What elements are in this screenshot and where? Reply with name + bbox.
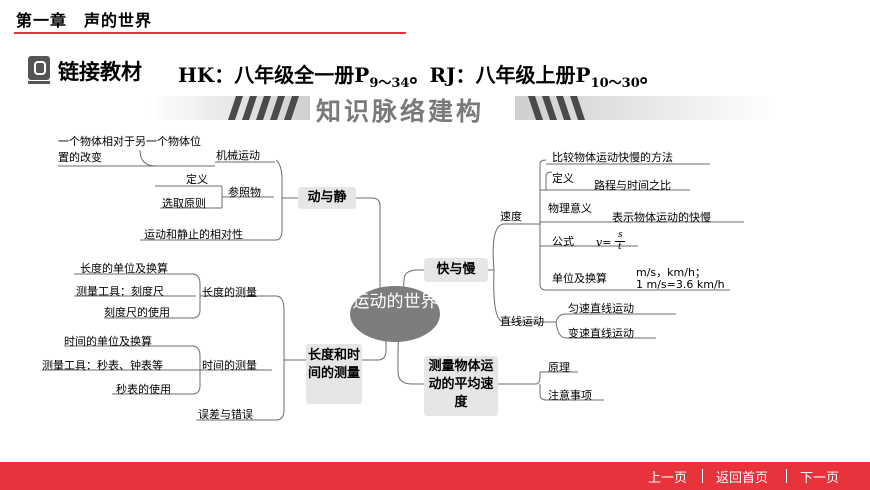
speed-units-line1: m/s，km/h； xyxy=(636,266,706,279)
time-tool: 测量工具：秒表、钟表等 xyxy=(42,359,163,372)
mechanical-motion-label: 机械运动 xyxy=(216,149,260,162)
reference-label: 参照物 xyxy=(228,186,261,199)
mechanical-motion-definition: 一个物体相对于另一个物体位置的改变 xyxy=(58,135,201,164)
banner-stripes xyxy=(150,96,775,120)
units-conversion-label: 单位及换算 xyxy=(552,272,607,285)
relativity-label: 运动和静止的相对性 xyxy=(144,228,243,241)
fraction-bar xyxy=(615,241,625,242)
notes-label: 注意事项 xyxy=(548,389,592,402)
rj-pages: 10～30 xyxy=(590,76,640,91)
speed-label: 速度 xyxy=(500,210,522,223)
stopwatch-use: 秒表的使用 xyxy=(116,383,171,396)
mindmap-connectors xyxy=(42,149,744,421)
speed-definition-text: 路程与时间之比 xyxy=(594,179,671,192)
hk-reference: HK：八年级全一册P xyxy=(178,63,370,87)
fast-slow-node: 快与慢 xyxy=(424,258,488,282)
physical-meaning-label: 物理意义 xyxy=(548,202,592,215)
average-speed-node: 测量物体运动的平均速度 xyxy=(424,356,498,416)
footer-separator xyxy=(702,469,703,483)
variable-linear-motion: 变速直线运动 xyxy=(568,327,634,340)
banner-title: 知识脉络建构 xyxy=(316,97,485,126)
linear-motion-label: 直线运动 xyxy=(500,315,544,328)
time-units: 时间的单位及换算 xyxy=(64,335,152,348)
length-tool: 测量工具：刻度尺 xyxy=(76,285,164,298)
formula-denominator: t xyxy=(618,242,622,252)
center-node: 运动的世界 xyxy=(350,286,440,342)
home-link[interactable]: 返回首页 xyxy=(716,471,769,486)
next-page-link[interactable]: 下一页 xyxy=(800,471,840,486)
speed-units-line2: 1 m/s=3.6 km/h xyxy=(636,278,725,291)
hk-pages: 9～34 xyxy=(369,76,410,91)
reference-selection: 选取原则 xyxy=(162,197,206,210)
error-label: 误差与错误 xyxy=(198,408,253,421)
speed-comparison-method: 比较物体运动快慢的方法 xyxy=(552,151,673,164)
textbook-reference: HK：八年级全一册P9～34。RJ：八年级上册P10～30。 xyxy=(178,59,660,91)
length-time-node: 长度和时间的测量 xyxy=(306,344,362,404)
physical-meaning-text: 表示物体运动的快慢 xyxy=(612,211,711,224)
link-textbook-label: 链接教材 xyxy=(58,60,142,84)
uniform-linear-motion: 匀速直线运动 xyxy=(568,302,634,315)
prev-page-link[interactable]: 上一页 xyxy=(648,471,688,486)
ruler-use: 刻度尺的使用 xyxy=(104,306,170,319)
footer-separator xyxy=(786,469,787,483)
length-measure-label: 长度的测量 xyxy=(202,286,257,299)
speed-definition-label: 定义 xyxy=(552,172,574,185)
principle-label: 原理 xyxy=(548,361,570,374)
reference-definition: 定义 xyxy=(186,173,208,186)
formula-label: 公式 xyxy=(552,235,574,248)
length-units: 长度的单位及换算 xyxy=(80,262,168,275)
chapter-title: 第一章 声的世界 xyxy=(16,11,153,30)
formula-numerator: s xyxy=(618,230,623,240)
rj-suffix: 。 xyxy=(639,63,660,87)
formula-lhs: v= xyxy=(596,236,612,249)
motion-rest-node: 动与静 xyxy=(298,187,356,209)
book-icon xyxy=(28,56,50,84)
footer-bar xyxy=(0,462,870,490)
time-measure-label: 时间的测量 xyxy=(202,359,257,372)
rj-reference: 。RJ：八年级上册P xyxy=(409,63,591,87)
chapter-underline xyxy=(14,32,406,34)
